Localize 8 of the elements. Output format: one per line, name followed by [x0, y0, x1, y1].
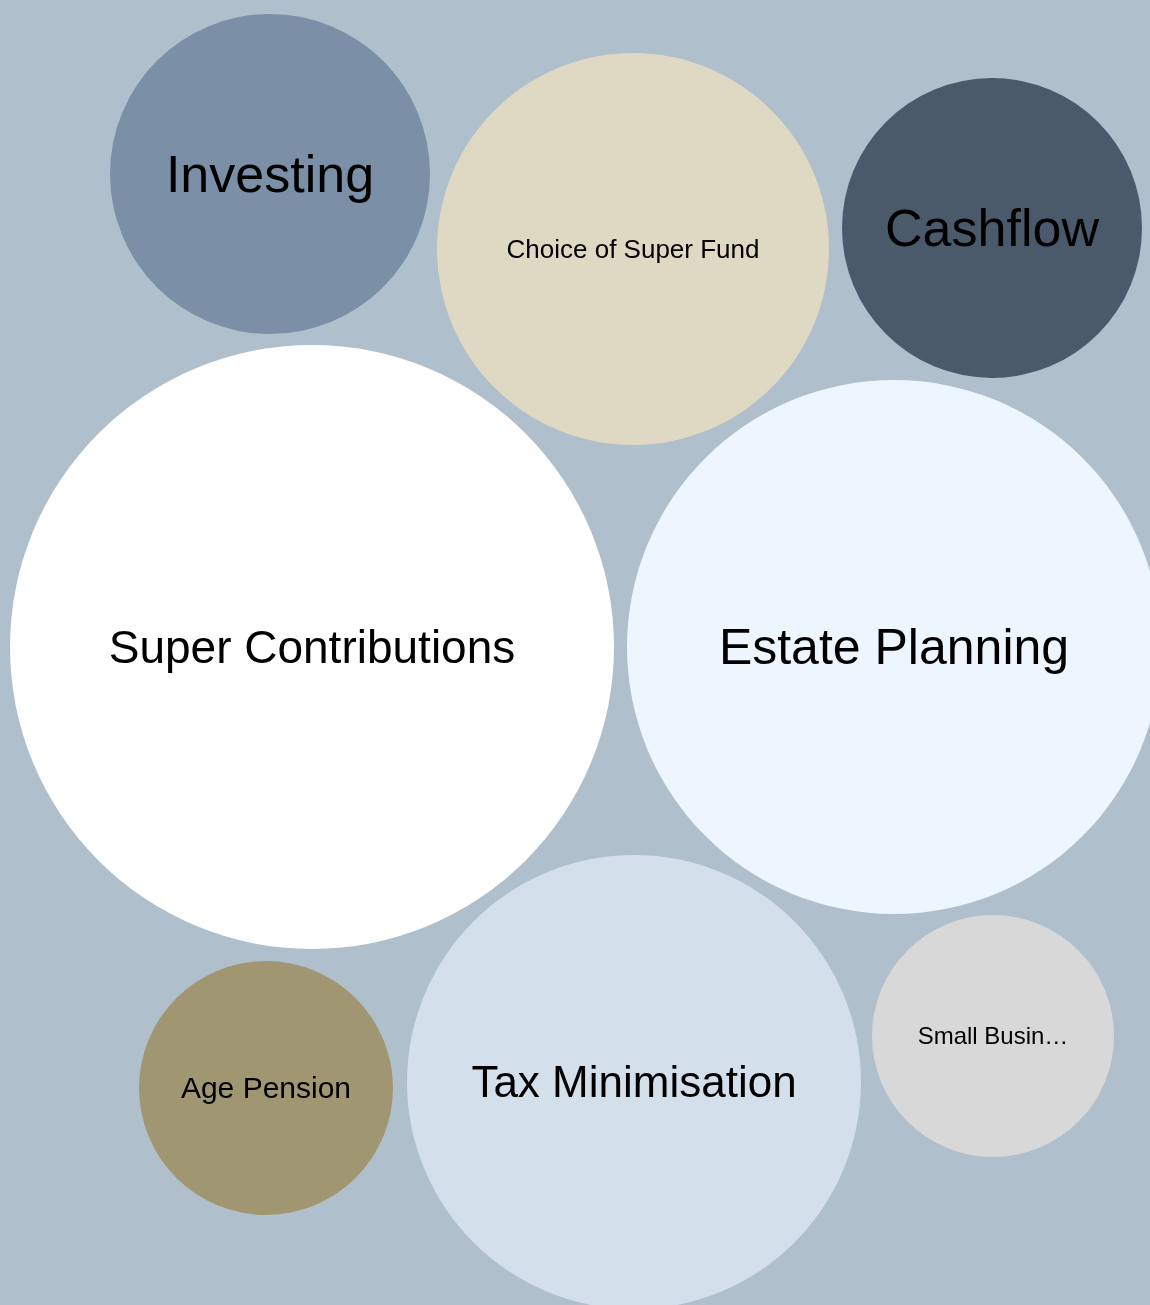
bubble-label: Investing [165, 144, 375, 204]
bubble-label: Super Contributions [108, 620, 516, 674]
bubble-label: Tax Minimisation [471, 1057, 797, 1107]
bubble-label: Age Pension [180, 1071, 352, 1105]
bubble-label: Choice of Super Fund [506, 233, 760, 265]
bubble-label: Cashflow [885, 198, 1099, 258]
bubble-label: Estate Planning [718, 618, 1070, 676]
bubble-label: Small Busin… [917, 1022, 1069, 1050]
